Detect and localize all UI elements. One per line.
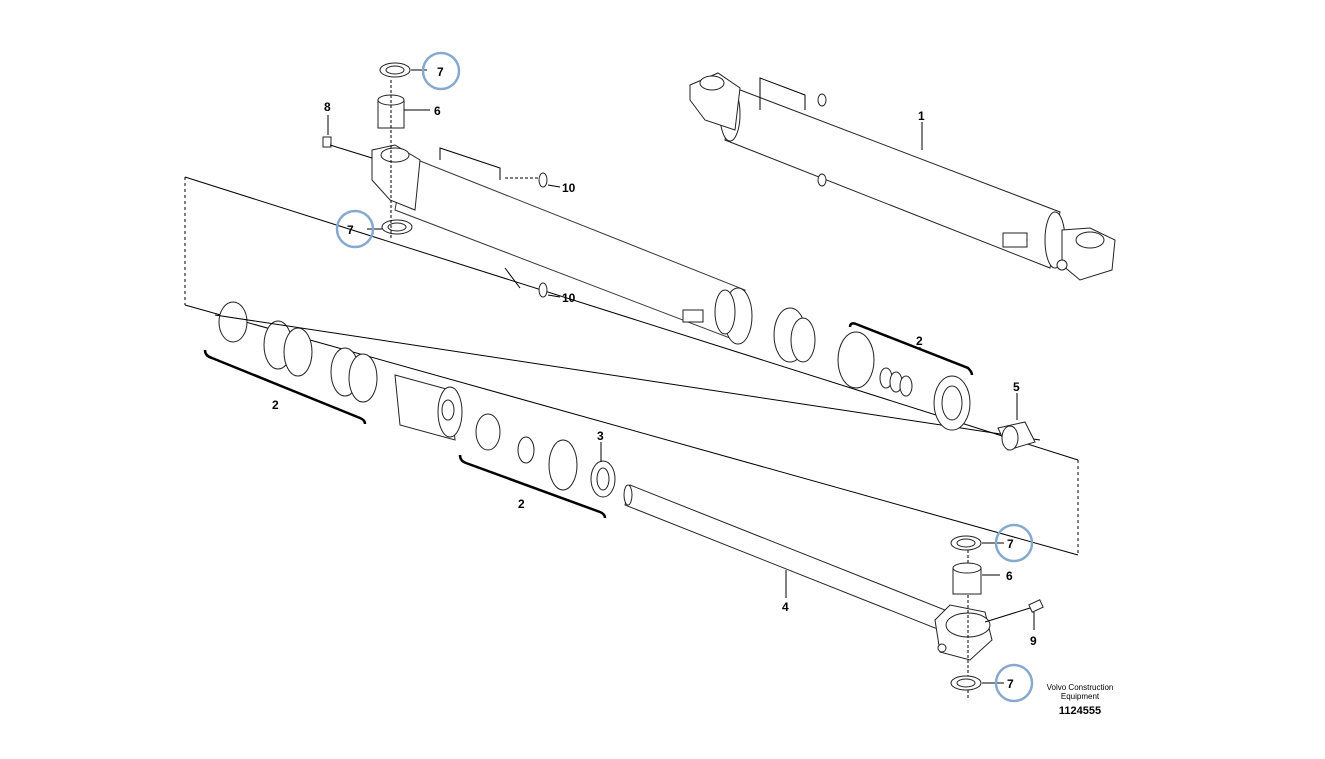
- callout-seal-kit-left[interactable]: 2: [272, 398, 279, 412]
- bushing-bottom[interactable]: [952, 562, 982, 595]
- highlight-circle: [994, 663, 1034, 703]
- seal-kit-middle[interactable]: [458, 413, 607, 519]
- callout-grease-nipple-top[interactable]: 8: [324, 100, 331, 114]
- callout-seal-top-lower[interactable]: 7: [347, 223, 354, 237]
- piston[interactable]: [394, 374, 463, 441]
- callout-grease-nipple-bottom[interactable]: 9: [1030, 634, 1037, 648]
- cylinder-assembly[interactable]: [689, 72, 1116, 281]
- grease-nipple-bottom[interactable]: [1028, 599, 1044, 613]
- brand-line-2: Equipment: [1061, 692, 1100, 701]
- seal-top-lower[interactable]: [381, 219, 413, 235]
- wiper[interactable]: [590, 460, 616, 498]
- bushing-right[interactable]: [997, 421, 1036, 451]
- callout-seal-top[interactable]: 7: [437, 65, 444, 79]
- guide-head[interactable]: [773, 307, 816, 363]
- callout-seal-kit-middle[interactable]: 2: [518, 497, 525, 511]
- brand-line-1: Volvo Construction: [1047, 683, 1114, 692]
- callout-seal-kit-right[interactable]: 2: [916, 334, 923, 348]
- seal-kit-left[interactable]: [203, 301, 378, 425]
- seal-bottom-upper[interactable]: [950, 535, 982, 551]
- highlight-circle: [421, 51, 461, 91]
- cylinder-barrel[interactable]: [371, 144, 753, 345]
- callout-seal-bottom-lower[interactable]: 7: [1007, 677, 1014, 691]
- callout-wiper[interactable]: 3: [597, 429, 604, 443]
- seal-top[interactable]: [379, 62, 411, 78]
- grease-nipple-top[interactable]: [322, 136, 332, 148]
- seal-bottom-lower[interactable]: [950, 675, 982, 691]
- rod-eye[interactable]: [934, 604, 993, 661]
- seal-kit-right[interactable]: [837, 322, 974, 431]
- highlight-circle: [335, 209, 375, 249]
- leader-lines: [327, 69, 1035, 684]
- oring-upper[interactable]: [538, 172, 548, 188]
- callout-bushing-bottom[interactable]: 6: [1006, 569, 1013, 583]
- highlight-circle: [994, 523, 1034, 563]
- callout-bushing-top[interactable]: 6: [434, 104, 441, 118]
- dashed-frame: [184, 176, 1079, 556]
- callout-seal-bottom-upper[interactable]: 7: [1007, 537, 1014, 551]
- drawing-number: 1124555: [1059, 705, 1101, 717]
- callout-oring-upper[interactable]: 10: [562, 181, 576, 195]
- callout-piston-rod[interactable]: 4: [782, 600, 789, 614]
- callout-cylinder-assembly[interactable]: 1: [918, 109, 925, 123]
- callout-bushing-right[interactable]: 5: [1013, 380, 1020, 394]
- callout-oring-lower[interactable]: 10: [562, 291, 576, 305]
- oring-lower[interactable]: [538, 282, 548, 298]
